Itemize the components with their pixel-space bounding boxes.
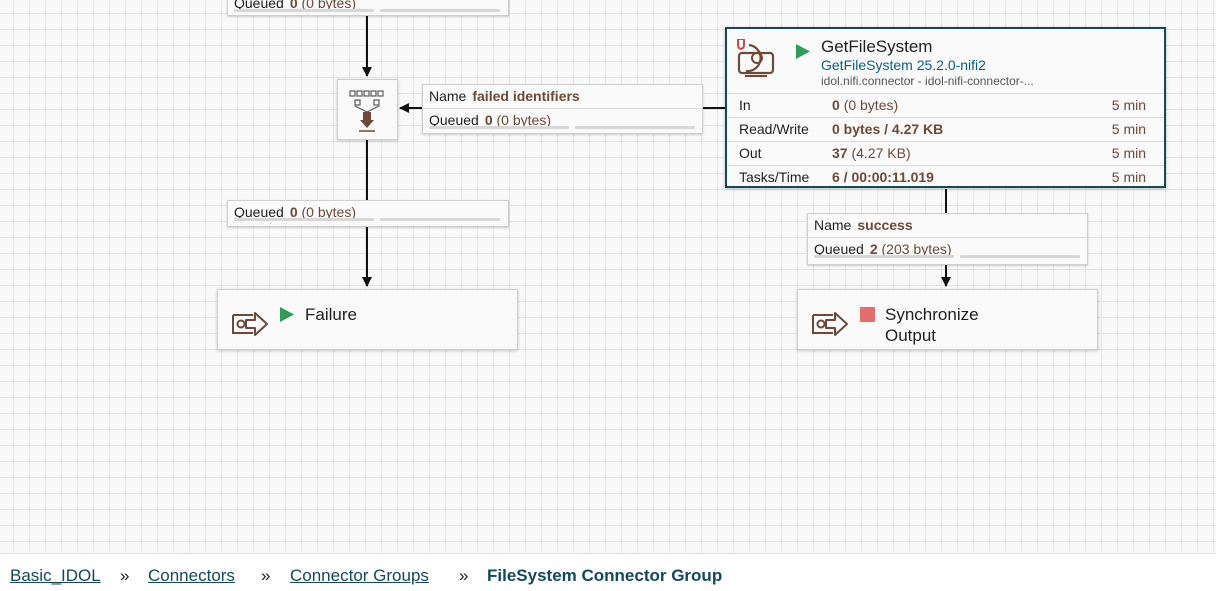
queue-bar-right [380,218,500,221]
stat-value: 37 (4.27 KB) [832,142,911,165]
queued-count: 0 [484,112,493,128]
connection-label-success[interactable]: Name success Queued 2 (203 bytes) [807,213,1088,265]
breadcrumb-current: FileSystem Connector Group [487,566,723,585]
queue-bar-right [575,126,695,129]
stat-label: In [739,97,751,113]
breadcrumb-separator: » [261,566,271,585]
processor-name: GetFileSystem [821,37,933,56]
breadcrumb-basic-idol[interactable]: Basic_IDOL [10,566,101,585]
stat-row-in: In 0 (0 bytes) 5 min [727,93,1164,117]
stat-time: 5 min [1111,121,1146,137]
stat-row-tasks-time: Tasks/Time 6 / 00:00:11.019 5 min [727,165,1164,189]
breadcrumb-separator: » [459,566,469,585]
processor-bundle: idol.nifi.connector - idol-nifi-connecto… [821,74,1034,88]
funnel-icon [349,90,384,132]
stat-time: 5 min [1111,97,1146,113]
queued-count: 2 [869,241,878,257]
breadcrumb-separator: » [120,566,130,585]
stat-time: 5 min [1111,145,1146,161]
queued-label: Queued [429,112,479,128]
stat-time: 5 min [1111,169,1146,185]
output-port-icon [812,312,848,336]
stat-value-sub: (0 bytes) [843,97,899,113]
processor-icon [737,39,775,77]
queue-bar-right [960,255,1080,258]
breadcrumb-connector-groups[interactable]: Connector Groups [290,566,429,585]
running-icon [796,44,810,59]
stat-row-read-write: Read/Write 0 bytes / 4.27 KB 5 min [727,117,1164,141]
processor-type: GetFileSystem 25.2.0-nifi2 [821,57,986,73]
stat-value-main: 37 [832,145,848,161]
output-port-failure[interactable]: Failure [217,289,518,350]
queued-size: (0 bytes) [301,204,356,220]
connection-name: failed identifiers [472,88,580,104]
processor-header: GetFileSystem GetFileSystem 25.2.0-nifi2… [727,29,1164,93]
stat-value-main: 6 / 00:00:11.019 [832,169,934,185]
stat-label: Tasks/Time [739,169,810,185]
port-name-line2: Output [885,326,937,345]
queued-row: Queued 0 (0 bytes) [423,108,702,132]
breadcrumb: Basic_IDOL » Connectors » Connector Grou… [0,553,1216,591]
name-row: Name failed identifiers [423,85,702,108]
stat-value-main: 0 bytes / 4.27 KB [832,121,944,137]
processor-getfilesystem[interactable]: GetFileSystem GetFileSystem 25.2.0-nifi2… [725,27,1166,188]
stat-value-main: 0 [832,97,840,113]
queue-bar-left [814,255,954,258]
stat-label: Read/Write [739,121,809,137]
queue-bar-left [234,218,374,221]
output-port-icon [232,312,268,336]
queue-bar-left [429,126,569,129]
stat-value: 0 bytes / 4.27 KB [832,118,943,141]
funnel[interactable] [337,79,398,140]
queued-count: 0 [289,204,298,220]
stopped-icon [860,307,875,322]
connection-label-funnel-failure[interactable]: Queued 0 (0 bytes) [227,200,509,227]
queued-count: 0 [289,0,298,11]
queued-label: Queued [814,241,864,257]
running-icon [280,307,294,322]
stat-row-out: Out 37 (4.27 KB) 5 min [727,141,1164,165]
queue-bar-right [380,9,500,12]
name-row: Name success [808,214,1087,237]
port-name: Synchronize Output [885,304,979,346]
stat-value-sub: (4.27 KB) [851,145,911,161]
port-name-line1: Synchronize [885,305,979,324]
name-label: Name [429,88,467,104]
queued-size: (0 bytes) [301,0,356,11]
output-port-synchronize-output[interactable]: Synchronize Output [797,289,1098,350]
connection-label-failed-identifiers[interactable]: Name failed identifiers Queued 0 (0 bytes) [422,84,703,134]
queued-size: (203 bytes) [881,241,952,257]
queue-bar-left [234,9,374,12]
breadcrumb-connectors[interactable]: Connectors [148,566,235,585]
queued-label: Queued [234,0,284,11]
queued-row: Queued 0 (0 bytes) [228,201,508,224]
connection-label-top[interactable]: Queued 0 (0 bytes) [227,0,509,16]
connection-name: success [857,217,913,233]
stat-value: 6 / 00:00:11.019 [832,166,934,189]
stat-value: 0 (0 bytes) [832,94,898,117]
name-label: Name [814,217,852,233]
queued-row: Queued 2 (203 bytes) [808,237,1087,261]
queued-label: Queued [234,204,284,220]
queued-size: (0 bytes) [496,112,551,128]
queued-row: Queued 0 (0 bytes) [228,0,508,15]
port-name: Failure [305,305,357,324]
stat-label: Out [739,145,762,161]
